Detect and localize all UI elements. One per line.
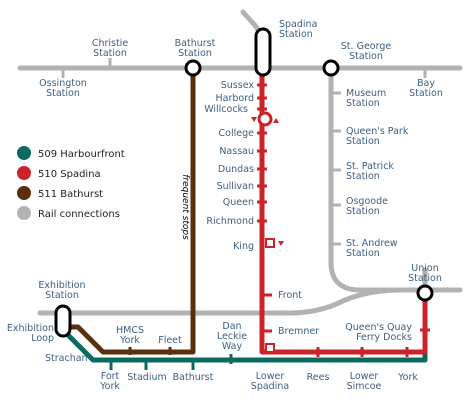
label-bathurst-stop: Bathurst <box>173 372 214 383</box>
legend-label-spadina: 510 Spadina <box>38 169 101 180</box>
label-sussex: Sussex <box>221 80 255 91</box>
rail-tick-marks <box>61 58 427 246</box>
legend-swatch-bathurst <box>17 186 31 200</box>
legend-swatch-rail <box>17 206 31 220</box>
route-510-path <box>259 68 428 355</box>
label-willcocks: Willcocks <box>204 104 248 115</box>
route-511-path <box>63 68 196 355</box>
label-sullivan: Sullivan <box>217 181 254 192</box>
label-queen: Queen <box>223 197 254 208</box>
interchanges <box>54 27 434 338</box>
king-stop-box <box>265 238 275 248</box>
legend-swatch-harbourfront <box>17 146 31 160</box>
label-nassau: Nassau <box>219 146 254 157</box>
king-direction-arrow <box>278 241 284 246</box>
label-strachan: Strachan <box>45 353 88 364</box>
label-front: Front <box>278 290 302 301</box>
legend: 509 Harbourfront 510 Spadina 511 Bathurs… <box>17 146 125 220</box>
st-george-interchange <box>322 59 340 77</box>
legend-label-harbourfront: 509 Harbourfront <box>38 149 125 160</box>
label-harbord: Harbord <box>216 93 254 104</box>
legend-swatch-spadina <box>17 166 31 180</box>
college-arrow-up <box>273 118 279 123</box>
label-york: York <box>397 372 418 383</box>
harbourfront-stop-ticks <box>109 354 233 370</box>
label-richmond: Richmond <box>206 216 254 227</box>
stop-markers <box>251 117 284 353</box>
lower-spadina-stop-box <box>265 343 275 353</box>
rail-lines <box>17 9 463 316</box>
label-fleet: Fleet <box>158 335 182 346</box>
rail-lakeshore-corridor <box>37 287 463 316</box>
college-interchange <box>257 111 273 127</box>
route-511-bathurst <box>63 68 196 355</box>
route-510-spadina <box>259 68 428 355</box>
exhibition-interchange <box>54 304 72 338</box>
union-interchange <box>416 284 434 302</box>
legend-label-rail: Rail connections <box>38 209 120 220</box>
label-dundas: Dundas <box>218 164 254 175</box>
label-college: College <box>219 128 255 139</box>
spadina-interchange <box>254 27 272 77</box>
legend-label-bathurst: 511 Bathurst <box>38 189 103 200</box>
rail-university-yonge-line <box>328 65 428 293</box>
spadina-stop-ticks <box>257 83 430 357</box>
bathurst-interchange <box>184 59 202 77</box>
label-stadium: Stadium <box>127 372 167 383</box>
label-bremner: Bremner <box>278 326 319 337</box>
frequent-stops-annotation: frequent stops <box>180 174 190 240</box>
label-rees: Rees <box>307 372 330 383</box>
bathurst-stop-ticks <box>128 347 172 355</box>
college-arrow-down <box>251 117 257 122</box>
label-king: King <box>233 241 254 252</box>
